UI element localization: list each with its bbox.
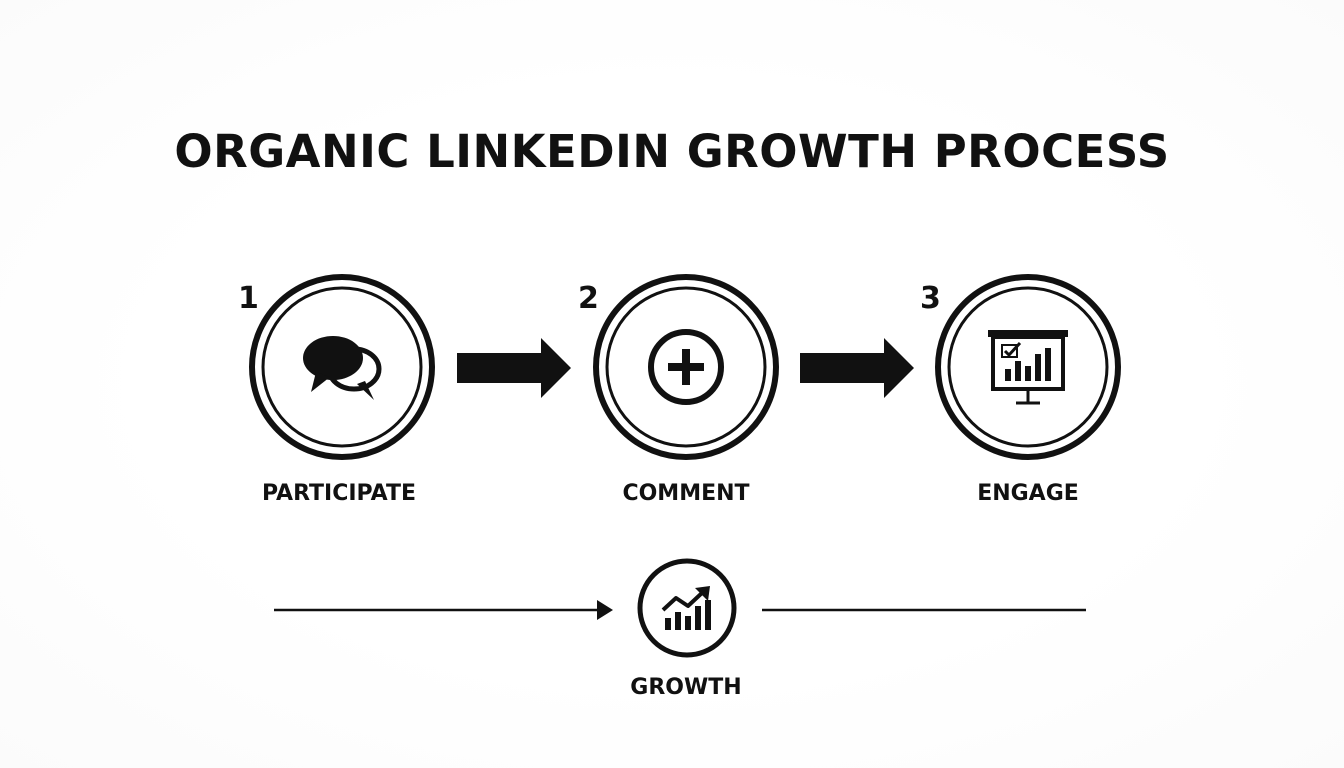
chat-bubbles-icon — [303, 336, 382, 400]
step-1-circle — [249, 274, 435, 460]
step-2-number: 2 — [578, 281, 599, 316]
step-2-circle — [593, 274, 779, 460]
growth-circle — [637, 558, 737, 658]
growth-chart-icon — [661, 586, 711, 630]
diagram-title: ORGANIC LINKEDIN GROWTH PROCESS — [174, 125, 1170, 178]
step-3-label: ENGAGE — [977, 481, 1079, 506]
growth-label: GROWTH — [630, 675, 742, 700]
step-3-number: 3 — [920, 281, 941, 316]
step-1-label: PARTICIPATE — [261, 481, 417, 506]
plus-circle-icon — [648, 329, 724, 405]
arrow-step2-to-step3 — [800, 338, 914, 398]
presentation-chart-icon — [988, 330, 1068, 405]
arrow-step1-to-step2 — [457, 338, 571, 398]
step-1-number: 1 — [238, 281, 259, 316]
step-3-circle — [935, 274, 1121, 460]
step-2-label: COMMENT — [622, 481, 750, 506]
growth-line-left — [274, 600, 613, 620]
